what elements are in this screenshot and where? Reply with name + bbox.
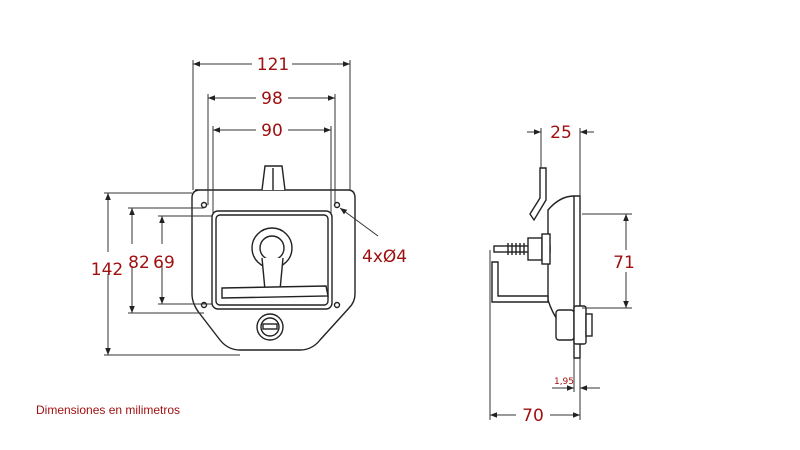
side-arm — [529, 167, 547, 222]
recess-inner — [215, 214, 329, 306]
dim-1-95: 1,95 — [554, 377, 574, 387]
dim-98: 98 — [261, 89, 283, 109]
handle-stem — [261, 257, 284, 291]
nut — [527, 237, 543, 261]
dim-82: 82 — [128, 253, 150, 273]
side-view: 25 71 1,95 70 — [489, 123, 640, 426]
dim-142: 142 — [91, 260, 123, 280]
dim-71: 71 — [613, 253, 635, 273]
flange-outline — [191, 189, 356, 351]
dim-70: 70 — [522, 406, 544, 426]
side-lock — [555, 309, 575, 341]
front-view: 121 98 90 142 82 69 4xØ4 — [90, 53, 407, 356]
dim-121: 121 — [257, 55, 289, 75]
side-bracket — [491, 261, 549, 303]
lock-cylinder — [256, 313, 284, 341]
dim-25: 25 — [550, 123, 572, 143]
t-handle-bar — [221, 285, 329, 299]
recess-pan — [211, 210, 333, 310]
dim-holes: 4xØ4 — [362, 247, 407, 267]
washer — [541, 233, 551, 265]
holes-leader — [339, 207, 379, 237]
dim-90: 90 — [261, 121, 283, 141]
dim-69: 69 — [153, 253, 175, 273]
units-note: Dimensiones en milimetros — [36, 403, 181, 417]
